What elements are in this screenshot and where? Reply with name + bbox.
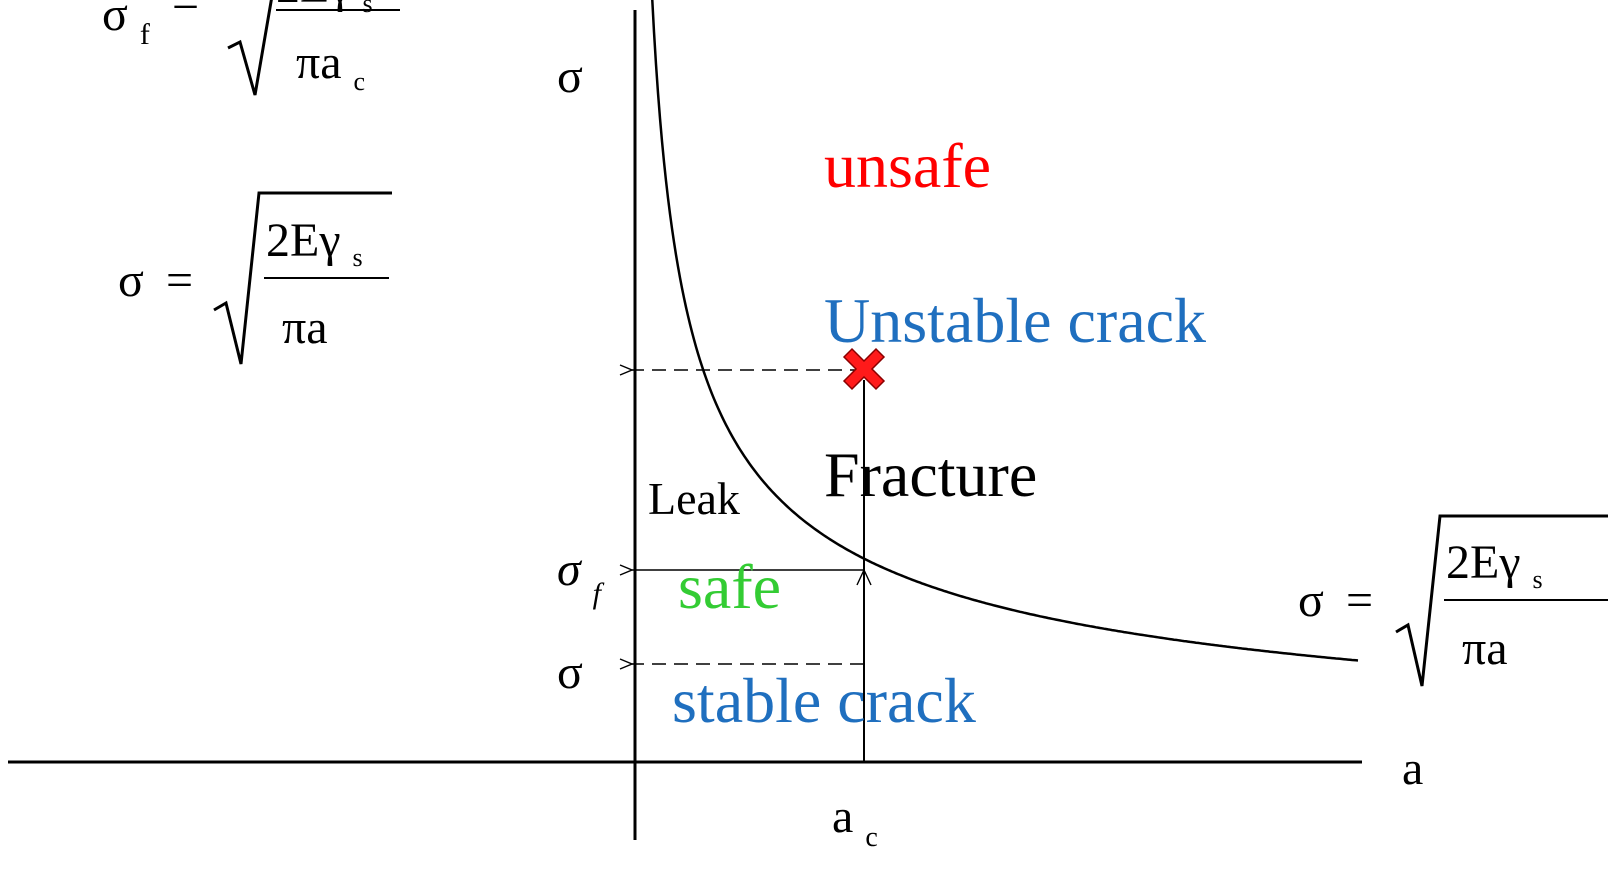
eq1-numerator-subscript: s	[363, 0, 373, 18]
eq2-lhs: σ	[118, 254, 144, 307]
critical-crack-length-label: a c	[832, 790, 878, 853]
eq1-equals: =	[172, 0, 199, 29]
fracture-stress-equation: σ f = 2Eγ s πa c	[102, 0, 400, 96]
sigma-low-label: σ	[557, 646, 583, 699]
griffith-curve	[651, 0, 1359, 662]
eq1-denominator-subscript: c	[354, 67, 366, 96]
fracture-label: Fracture	[824, 439, 1037, 510]
svg-text:2Eγ s: 2Eγ s	[1446, 536, 1543, 594]
eq3-lhs: σ	[1298, 574, 1324, 627]
eq1-denominator: πa	[296, 36, 342, 89]
eq2-numerator-subscript: s	[353, 243, 363, 272]
griffith-equation-right: σ = 2Eγ s πa	[1298, 514, 1608, 687]
a-c-subscript: c	[865, 822, 877, 853]
svg-text:2Eγ s: 2Eγ s	[266, 214, 363, 272]
eq1-numerator: 2Eγ	[276, 0, 351, 13]
eq1-lhs: σ	[102, 0, 128, 41]
sigma-axis-label: σ	[557, 50, 583, 103]
eq3-equals: =	[1346, 574, 1373, 627]
eq3-numerator: 2Eγ	[1446, 536, 1521, 589]
eq2-denominator: πa	[282, 301, 328, 354]
sigma-f-subscript: f	[593, 577, 605, 610]
svg-text:πa c: πa c	[296, 36, 365, 96]
eq2-numerator: 2Eγ	[266, 214, 341, 267]
unsafe-label: unsafe	[824, 130, 991, 201]
eq3-denominator: πa	[1462, 622, 1508, 675]
x-mark-icon	[842, 347, 886, 391]
unstable-crack-label: Unstable crack	[824, 285, 1206, 356]
stable-crack-label: stable crack	[672, 665, 976, 736]
eq3-radical	[1395, 514, 1608, 687]
a-c-symbol: a	[832, 790, 853, 843]
a-axis-label: a	[1402, 742, 1423, 795]
sigma-f-symbol: σ	[557, 543, 583, 596]
sigma-f-label: σ f	[557, 543, 605, 610]
svg-text:σ f: σ f	[102, 0, 150, 51]
griffith-equation-left: σ = 2Eγ s πa	[118, 191, 392, 365]
eq2-radical	[213, 191, 392, 365]
leak-label: Leak	[648, 473, 740, 524]
eq3-numerator-subscript: s	[1533, 565, 1543, 594]
eq1-lhs-subscript: f	[140, 18, 150, 51]
svg-text:2Eγ s: 2Eγ s	[276, 0, 373, 18]
eq2-equals: =	[166, 254, 193, 307]
eq1-radical	[227, 0, 273, 96]
safe-label: safe	[678, 551, 781, 622]
